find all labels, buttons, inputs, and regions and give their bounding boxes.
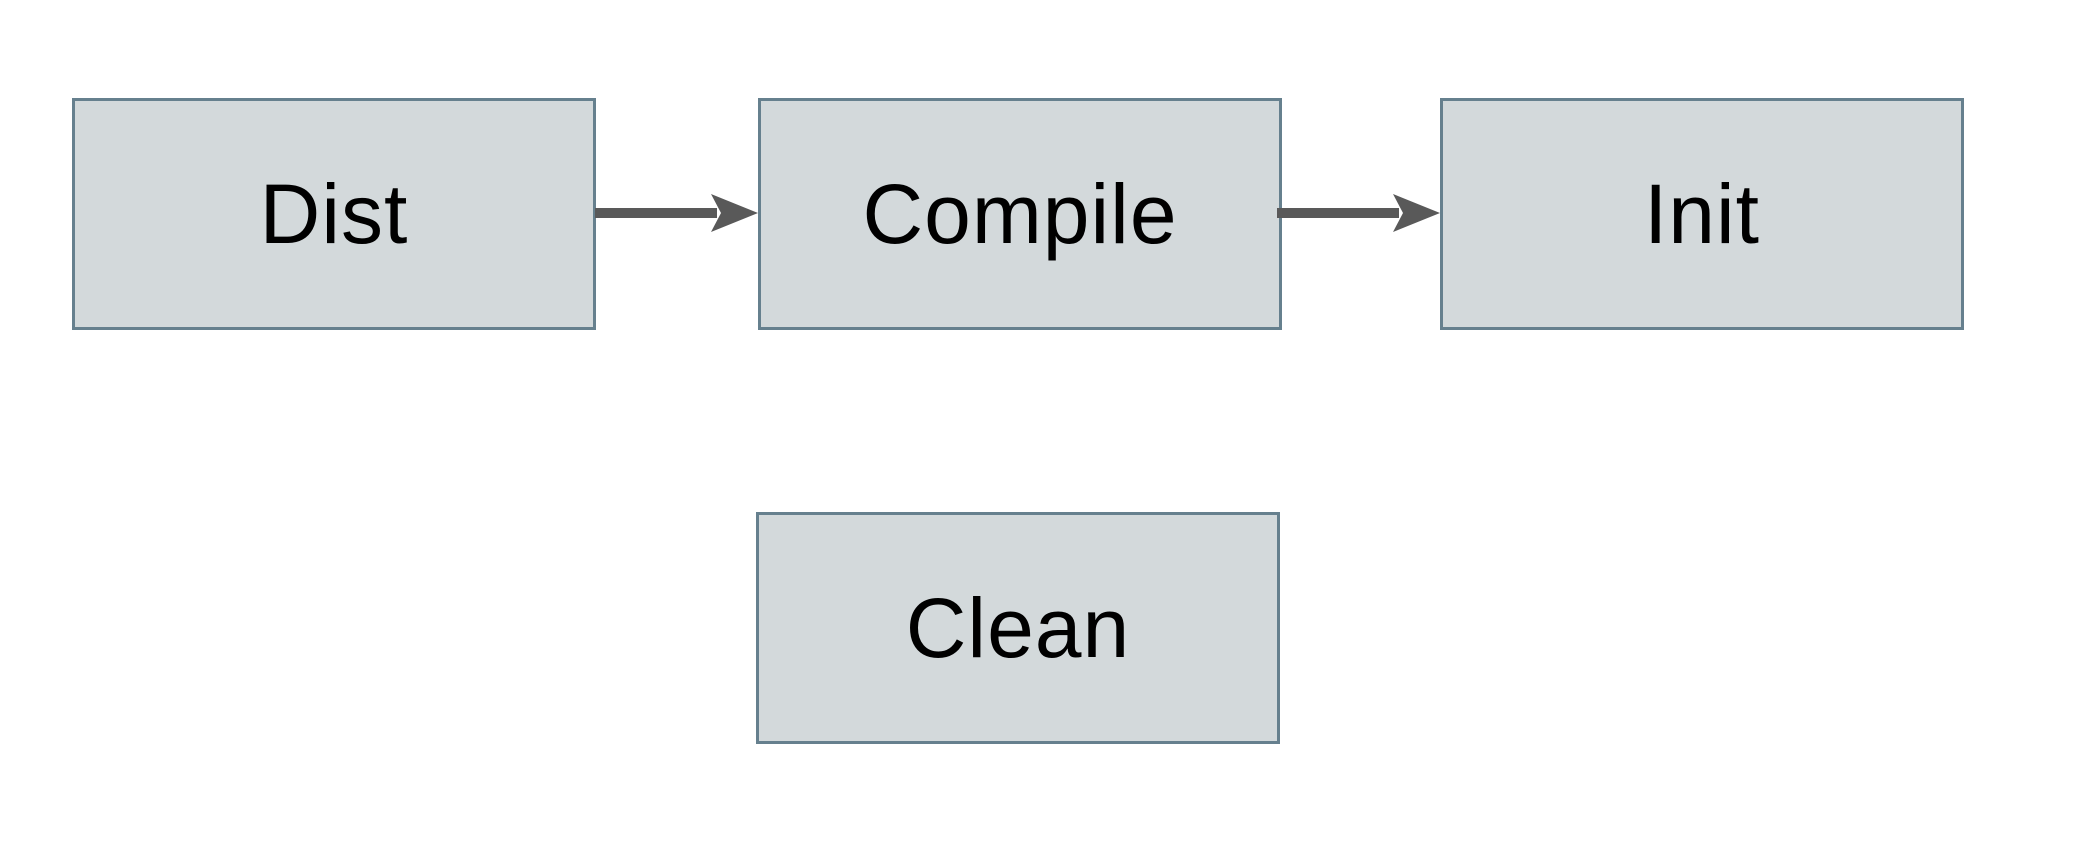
arrow-dist-to-compile-icon	[595, 194, 758, 232]
node-clean-label: Clean	[905, 581, 1131, 675]
node-init[interactable]: Init	[1440, 98, 1964, 330]
node-dist[interactable]: Dist	[72, 98, 596, 330]
arrow-compile-to-init-icon	[1277, 194, 1440, 232]
node-init-label: Init	[1643, 167, 1761, 261]
node-clean[interactable]: Clean	[756, 512, 1280, 744]
node-compile[interactable]: Compile	[758, 98, 1282, 330]
node-dist-label: Dist	[259, 167, 409, 261]
node-compile-label: Compile	[862, 167, 1178, 261]
